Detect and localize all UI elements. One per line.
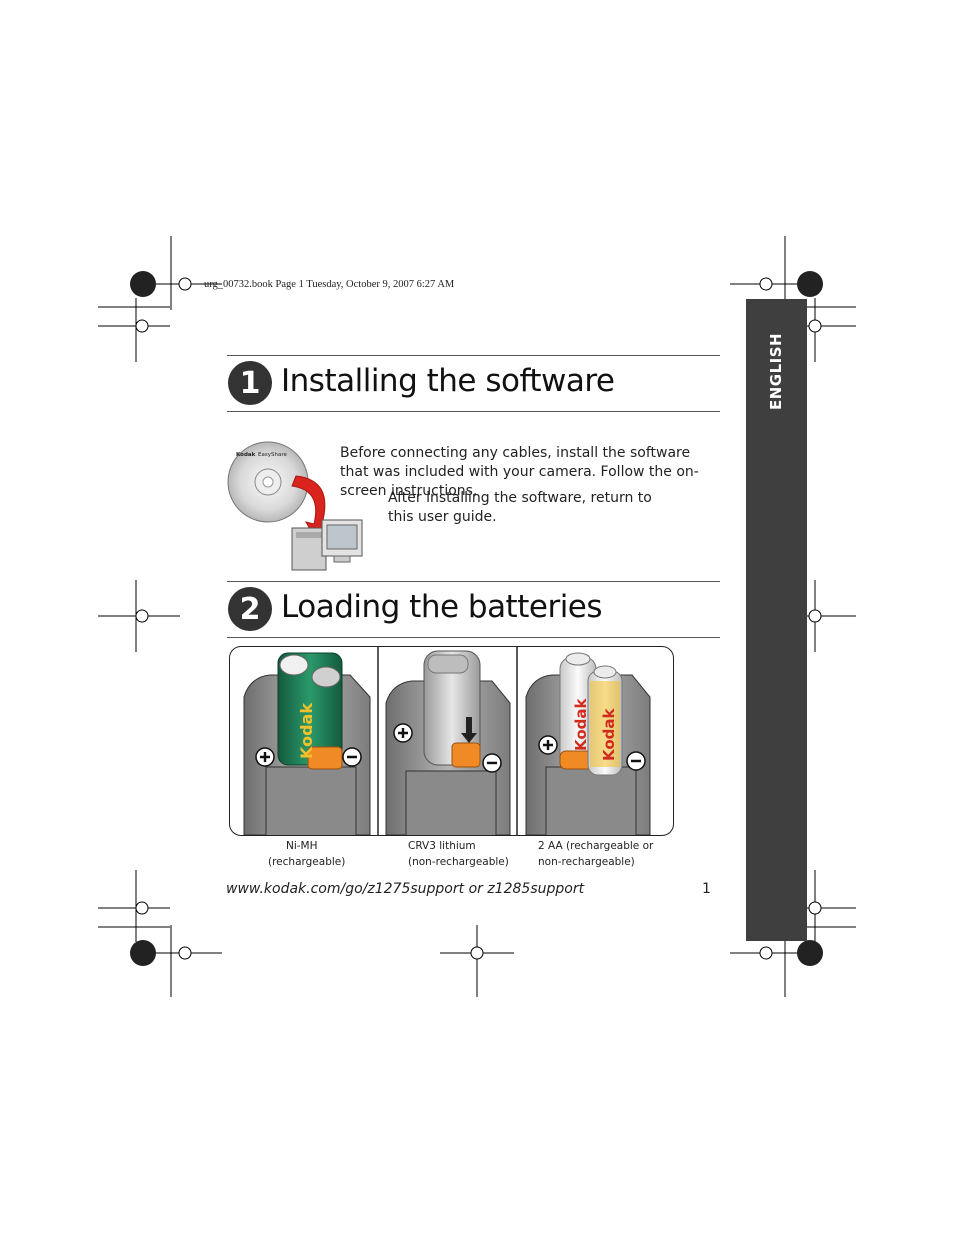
software-install-illustration: Kodak EasyShare — [227, 441, 363, 571]
section1-bottom-rule — [227, 411, 720, 412]
aa-battery-panel: Kodak Kodak — [525, 652, 651, 835]
crv3-battery-panel — [385, 650, 511, 835]
print-info-line: urg_00732.book Page 1 Tuesday, October 9… — [204, 279, 455, 290]
page-number: 1 — [702, 881, 711, 897]
battery-illustration-frame: Kodak Kodak — [229, 646, 674, 836]
section1-number: 1 — [228, 361, 272, 405]
caption-aa-line2: non-rechargeable) — [538, 856, 635, 868]
aa-battery-brand-1: Kodak — [572, 697, 590, 751]
caption-crv3-line2: (non-rechargeable) — [408, 856, 509, 868]
cd-brand-text: Kodak — [236, 452, 256, 458]
caption-aa: 2 AA (rechargeable or non-rechargeable) — [538, 838, 688, 870]
language-tab-label: ENGLISH — [767, 332, 785, 410]
section2-title: Loading the batteries — [281, 589, 603, 625]
section1-top-rule — [227, 355, 720, 356]
caption-nimh-line2: (rechargeable) — [268, 856, 346, 868]
caption-crv3-line1: CRV3 lithium — [408, 840, 476, 852]
nimh-battery-brand: Kodak — [297, 703, 316, 759]
section2-top-rule — [227, 581, 720, 582]
caption-aa-line1: 2 AA (rechargeable or — [538, 840, 654, 852]
caption-nimh: Ni-MH (rechargeable) — [268, 838, 378, 870]
caption-nimh-line1: Ni-MH — [286, 840, 318, 852]
section2-bottom-rule — [227, 637, 720, 638]
section1-paragraph: Before connecting any cables, install th… — [340, 445, 699, 499]
nimh-battery-panel: Kodak — [243, 652, 371, 835]
language-tab: ENGLISH — [746, 299, 807, 941]
cd-product-text: EasyShare — [258, 452, 287, 458]
battery-illustrations: Kodak Kodak — [243, 647, 651, 835]
section1-title: Installing the software — [281, 363, 615, 399]
section2-number: 2 — [228, 587, 272, 631]
caption-crv3: CRV3 lithium (non-rechargeable) — [408, 838, 528, 870]
support-url-link[interactable]: www.kodak.com/go/z1275support or z1285su… — [226, 881, 585, 897]
section1-note: After installing the software, return to… — [388, 490, 652, 525]
aa-battery-brand-2: Kodak — [600, 707, 618, 761]
